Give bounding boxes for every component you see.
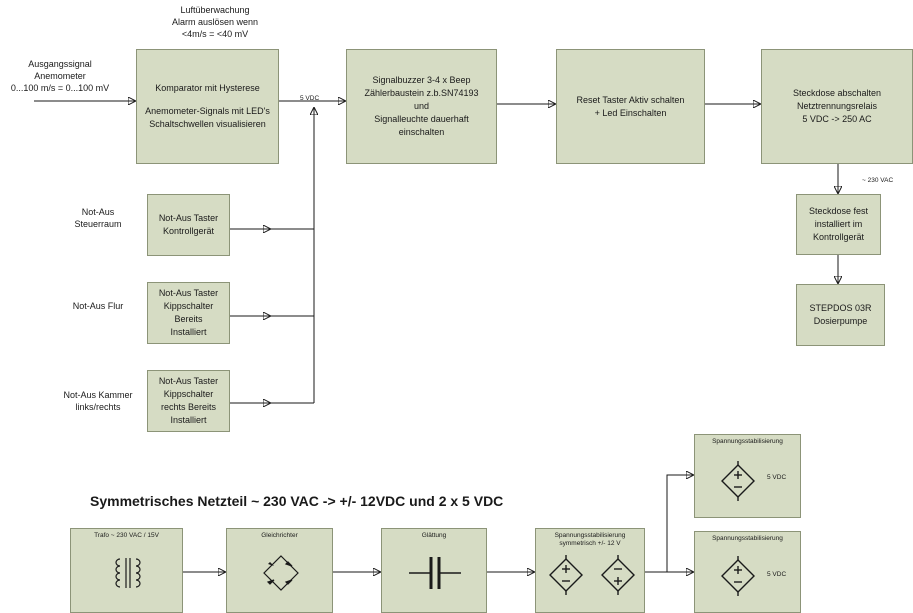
luft-line-1: Luftüberwachung: [180, 5, 250, 15]
notaus2-label-1: Not-Aus Flur: [72, 301, 124, 311]
notaus-steuerraum-label: Not-Aus Steuerraum: [58, 206, 138, 230]
voltage-source-icon: [721, 461, 755, 501]
voltage-source-icon: [721, 556, 755, 596]
stab-bottom-caption: Spannungsstabilisierung: [712, 535, 783, 542]
notaus2-line-3: Bereits: [174, 314, 203, 324]
vac230-label: ~ 230 VAC: [862, 177, 894, 184]
notaus2-line-2: Kippschalter: [163, 301, 214, 311]
reset-line-1: Reset Taster Aktiv schalten: [576, 94, 685, 105]
komparator-line-2: Anemometer-Signals mit LED's: [145, 106, 270, 116]
ausgang-line-3: 0...100 m/s = 0...100 mV: [10, 83, 110, 93]
notaus1-label-1: Not-Aus: [81, 207, 115, 217]
buzzer-line-2: Zählerbaustein z.b.SN74193: [364, 88, 479, 98]
luft-line-2: Alarm auslösen wenn: [171, 17, 259, 27]
stepdos-box: STEPDOS 03R Dosierpumpe: [796, 284, 885, 346]
trafo-box: Trafo ~ 230 VAC / 15V: [70, 528, 183, 613]
stabilisierung-symmetrisch-box: Spannungsstabilisierung symmetrisch +/- …: [535, 528, 645, 613]
luft-line-3: <4m/s = <40 mV: [181, 29, 249, 39]
notaus-kammer-box: Not-Aus Taster Kippschalter rechts Berei…: [147, 370, 230, 432]
notaus3-label-1: Not-Aus Kammer: [63, 390, 133, 400]
stabilisierung-top-box: Spannungsstabilisierung 5 VDC: [694, 434, 801, 518]
steckdose-fest-box: Steckdose fest installiert im Kontrollge…: [796, 194, 881, 255]
notaus-flur-box: Not-Aus Taster Kippschalter Bereits Inst…: [147, 282, 230, 344]
fest-line-1: Steckdose fest: [808, 206, 869, 216]
notaus3-label-2: links/rechts: [75, 402, 121, 412]
komparator-title: Komparator mit Hysterese: [155, 83, 260, 93]
signalbuzzer-box: Signalbuzzer 3-4 x Beep Zählerbaustein z…: [346, 49, 497, 164]
notaus-flur-label: Not-Aus Flur: [58, 300, 138, 312]
reset-box: Reset Taster Aktiv schalten + Led Einsch…: [556, 49, 705, 164]
notaus1-label-2: Steuerraum: [74, 219, 122, 229]
notaus3-line-3: rechts Bereits: [160, 402, 217, 412]
transformer-icon: [115, 558, 141, 588]
stabilisierung-bottom-box: Spannungsstabilisierung 5 VDC: [694, 531, 801, 613]
notaus-kontrollgeraet-box: Not-Aus Taster Kontrollgerät: [147, 194, 230, 256]
steckdose-ab-line-3: 5 VDC -> 250 AC: [802, 114, 872, 124]
steckdose-ab-line-2: Netztrennungsrelais: [796, 101, 878, 111]
ausgang-line-1: Ausgangssignal: [28, 59, 92, 69]
arrow-stab-to-top: [666, 475, 693, 572]
buzzer-line-5: einschalten: [398, 127, 445, 137]
glaettung-box: Glättung: [381, 528, 487, 613]
gleichrichter-box: Gleichrichter: [226, 528, 333, 613]
luftueberwachung-label: Luftüberwachung Alarm auslösen wenn <4m/…: [150, 4, 280, 40]
buzzer-line-4: Signalleuchte dauerhaft: [374, 114, 469, 124]
voltage-source-icon: [549, 555, 583, 595]
notaus2-line-1: Not-Aus Taster: [158, 288, 219, 298]
vdc5-label: 5 VDC: [300, 95, 320, 102]
stab-sym-caption: Spannungsstabilisierung symmetrisch +/- …: [536, 532, 644, 548]
stab-top-caption: Spannungsstabilisierung: [712, 438, 783, 445]
stab-bottom-output-label: 5 VDC: [767, 571, 787, 578]
notaus1-line-1: Not-Aus Taster: [158, 213, 219, 223]
komparator-box: Komparator mit Hysterese Anemometer-Sign…: [136, 49, 279, 164]
buzzer-line-3: und: [413, 101, 430, 111]
buzzer-line-1: Signalbuzzer 3-4 x Beep: [372, 75, 471, 85]
gleichrichter-caption: Gleichrichter: [261, 532, 298, 539]
netzteil-title: Symmetrisches Netzteil ~ 230 VAC -> +/- …: [90, 493, 504, 509]
trafo-caption: Trafo ~ 230 VAC / 15V: [94, 532, 159, 539]
ausgang-line-2: Anemometer: [34, 71, 86, 81]
stepdos-line-2: Dosierpumpe: [813, 316, 868, 326]
steckdose-abschalten-box: Steckdose abschalten Netztrennungsrelais…: [761, 49, 913, 164]
voltage-source-icon: [601, 555, 635, 595]
notaus3-line-1: Not-Aus Taster: [158, 376, 219, 386]
stab-sym-line-2: symmetrisch +/- 12 V: [559, 540, 621, 547]
fest-line-3: Kontrollgerät: [812, 232, 865, 242]
steckdose-ab-line-1: Steckdose abschalten: [792, 88, 882, 98]
bridge-rectifier-icon: [263, 555, 299, 591]
komparator-line-3: Schaltschwellen visualisieren: [149, 119, 266, 129]
notaus3-line-2: Kippschalter: [163, 389, 214, 399]
notaus1-line-2: Kontrollgerät: [162, 226, 215, 236]
stepdos-line-1: STEPDOS 03R: [809, 303, 872, 313]
notaus-kammer-label: Not-Aus Kammer links/rechts: [52, 389, 144, 413]
reset-line-2: + Led Einschalten: [594, 107, 667, 118]
ausgangssignal-label: Ausgangssignal Anemometer 0...100 m/s = …: [4, 58, 116, 94]
notaus2-line-4: Installiert: [170, 327, 207, 337]
fest-line-2: installiert im: [814, 219, 863, 229]
stab-top-output-label: 5 VDC: [767, 474, 787, 481]
notaus3-line-4: Installiert: [170, 415, 207, 425]
capacitor-icon: [409, 557, 461, 589]
stab-sym-line-1: Spannungsstabilisierung: [554, 532, 626, 539]
glaettung-caption: Glättung: [421, 532, 447, 539]
